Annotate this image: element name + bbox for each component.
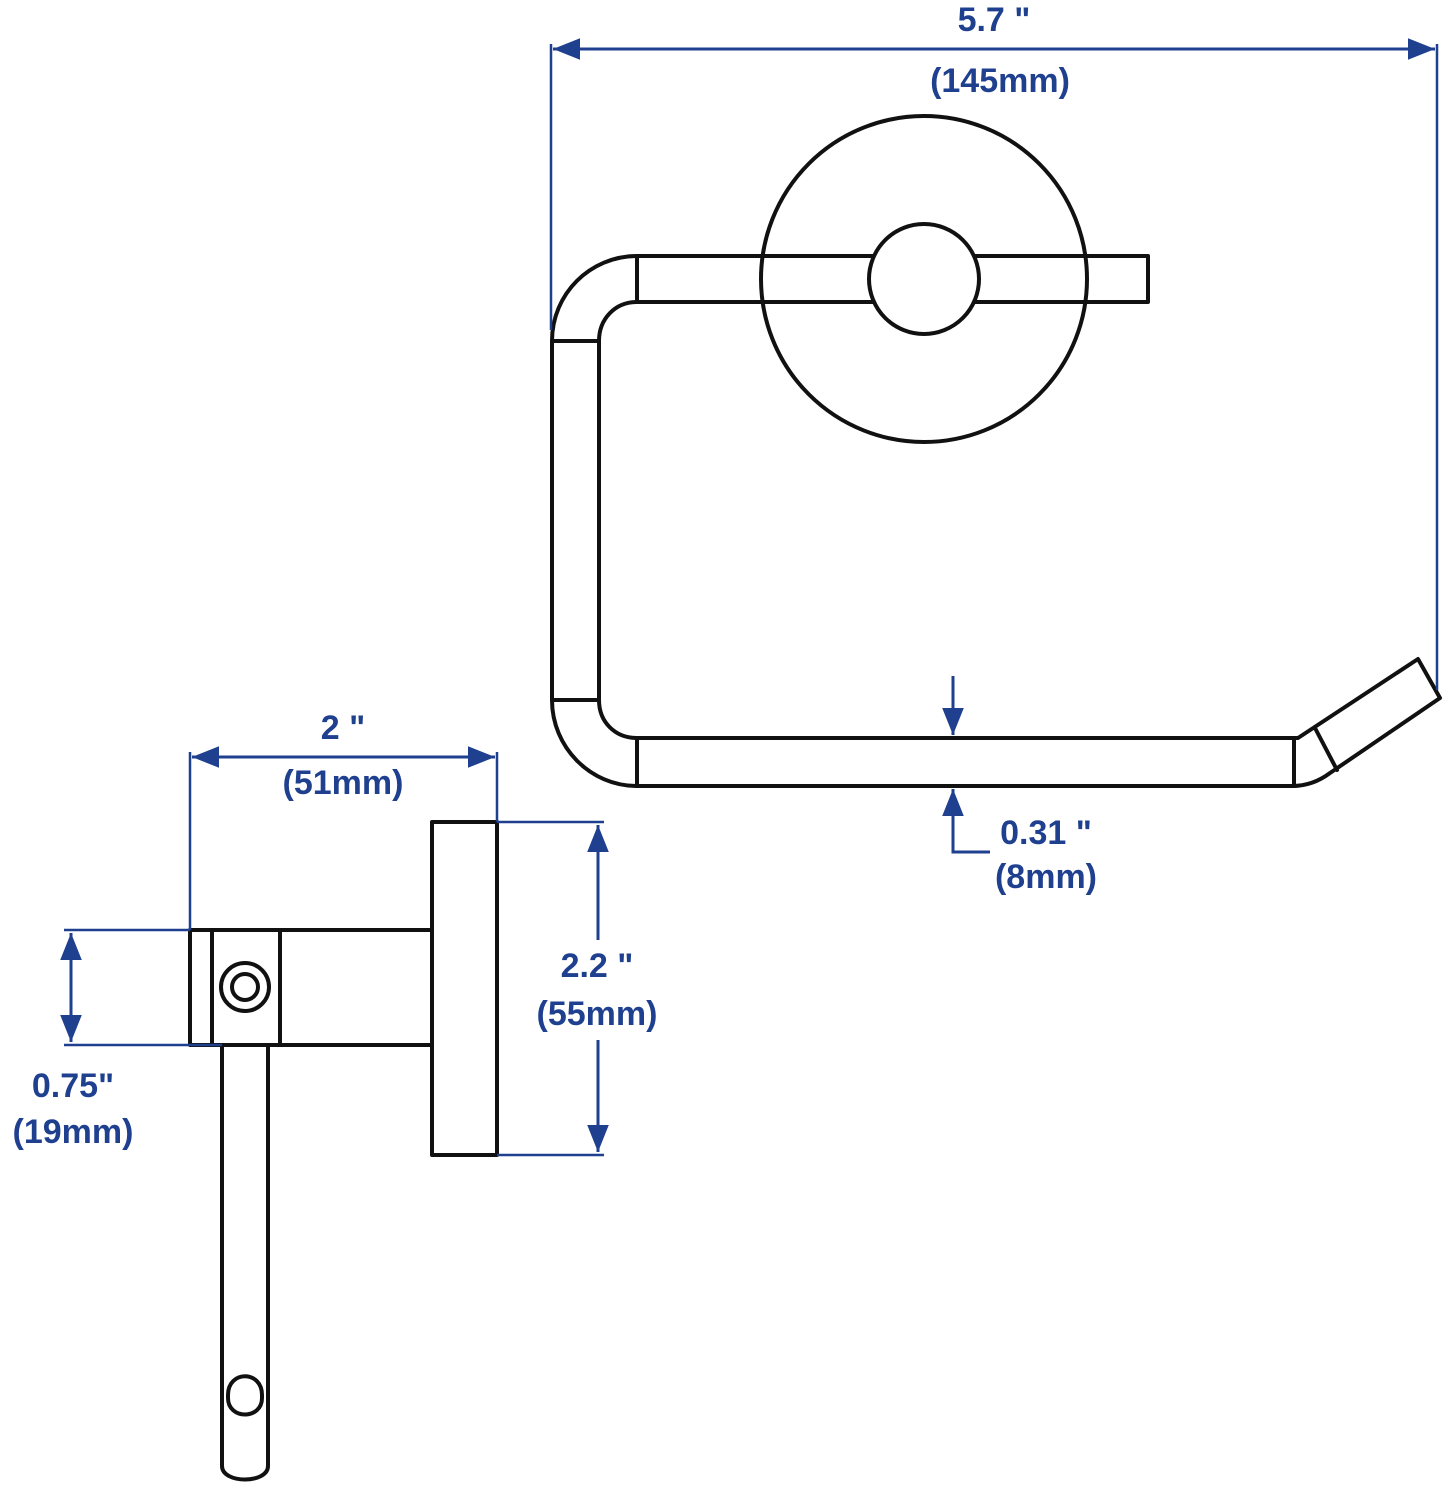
front-view: 5.7 " (145mm) 0.31 " (8mm) [549,1,1442,896]
side-hub-inner [230,972,260,1002]
side-wall-plate [430,820,499,1157]
side-arm-mm-label: (19mm) [13,1113,134,1151]
side-depth-mm-label: (51mm) [283,764,404,802]
front-left-leg-inner [597,300,639,740]
side-view: 2 " (51mm) 2.2 " (55mm) 0.75" (19mm) [13,709,658,1482]
side-rod-cap [226,1374,264,1417]
front-rod-mm-label: (8mm) [995,858,1097,896]
side-hanging-rod [220,1043,270,1482]
side-plate-mm-label: (55mm) [537,995,658,1033]
front-bottom-rod [635,657,1442,788]
side-depth-inch-label: 2 " [321,709,365,747]
side-plate-inch-label: 2.2 " [561,947,634,985]
front-wall-flange [759,114,1089,444]
front-hub [867,222,981,336]
side-hub-outer [219,961,271,1013]
side-arm-inch-label: 0.75" [32,1067,114,1105]
front-rod-inch-label: 0.31 " [1000,814,1092,852]
front-left-leg [550,254,639,788]
front-width-inch-label: 5.7 " [958,1,1031,39]
front-width-mm-label: (145mm) [930,62,1070,100]
side-arm [188,928,434,1047]
front-bottom-rod-seam-angled [1313,726,1339,772]
front-rod-arrow-bottom [942,789,990,854]
